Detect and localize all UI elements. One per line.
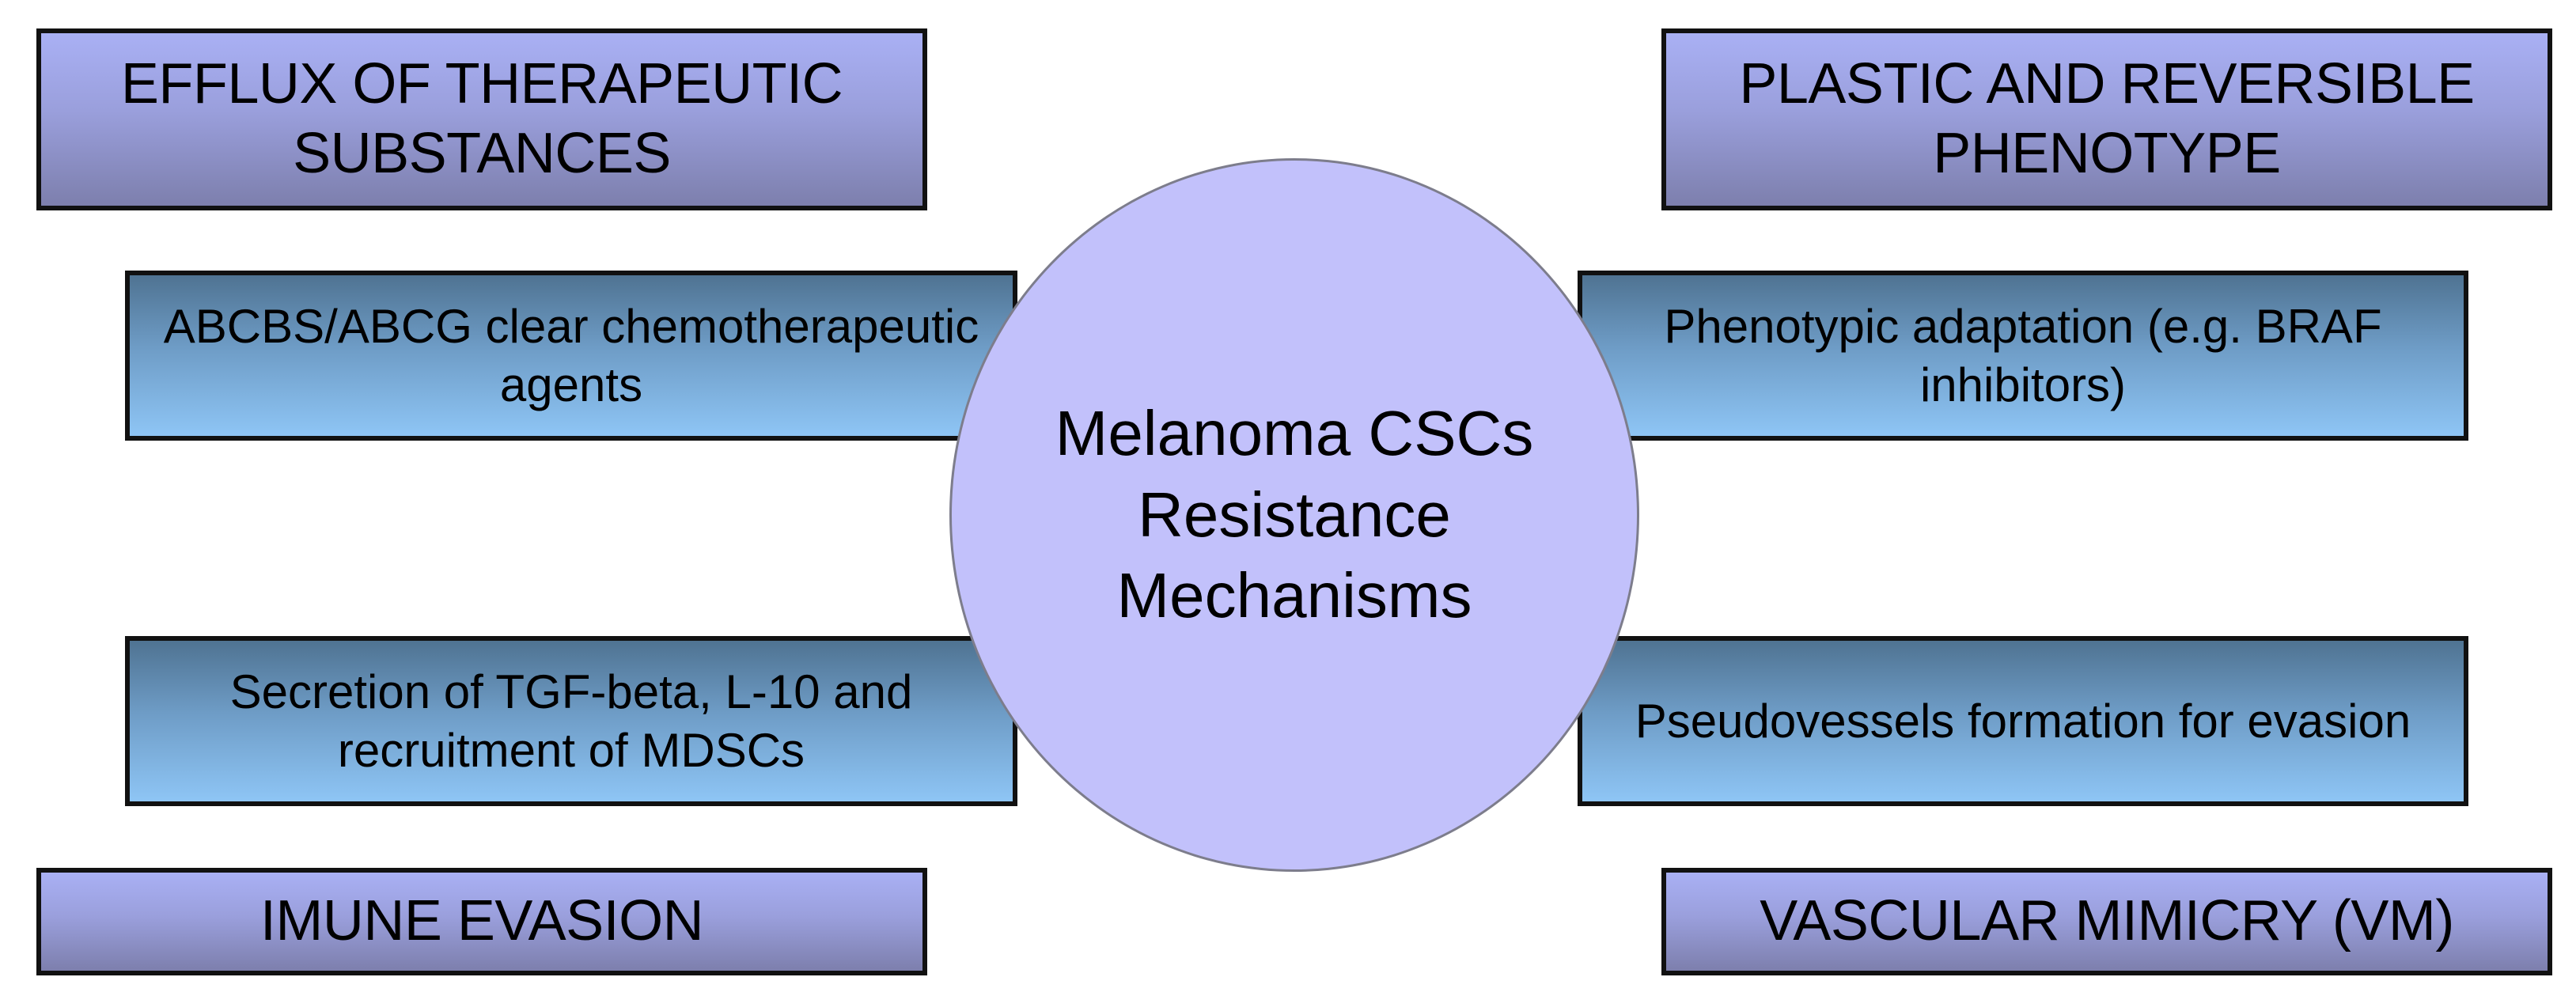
immune-evasion-detail-text: Secretion of TGF-beta, L-10 and recruitm… (229, 665, 913, 777)
efflux-category-title: EFFLUX OF THERAPEUTIC SUBSTANCES (120, 52, 843, 185)
efflux-detail-text: ABCBS/ABCG clear chemotherapeutic agents (163, 300, 979, 411)
vascular-mimicry-category-title: VASCULAR MIMICRY (VM) (1760, 889, 2454, 953)
immune-evasion-category-title: IMUNE EVASION (259, 889, 704, 953)
efflux-category-box: EFFLUX OF THERAPEUTIC SUBSTANCES (36, 28, 927, 210)
vascular-mimicry-category-box: VASCULAR MIMICRY (VM) (1661, 868, 2552, 975)
vascular-mimicry-detail-text: Pseudovessels formation for evasion (1635, 694, 2411, 748)
center-title-line-1: Melanoma CSCs (1055, 398, 1534, 469)
center-circle: Melanoma CSCs Resistance Mechanisms (949, 158, 1639, 872)
immune-evasion-category-box: IMUNE EVASION (36, 868, 927, 975)
plastic-phenotype-category-title: PLASTIC AND REVERSIBLE PHENOTYPE (1739, 52, 2475, 185)
center-title-line-3: Mechanisms (1116, 560, 1472, 631)
plastic-phenotype-detail-box: Phenotypic adaptation (e.g. BRAF inhibit… (1578, 271, 2468, 441)
plastic-phenotype-category-box: PLASTIC AND REVERSIBLE PHENOTYPE (1661, 28, 2552, 210)
immune-evasion-detail-box: Secretion of TGF-beta, L-10 and recruitm… (125, 636, 1017, 806)
center-title: Melanoma CSCs Resistance Mechanisms (1055, 393, 1534, 636)
center-title-line-2: Resistance (1138, 479, 1451, 550)
vascular-mimicry-detail-box: Pseudovessels formation for evasion (1578, 636, 2468, 806)
efflux-detail-box: ABCBS/ABCG clear chemotherapeutic agents (125, 271, 1017, 441)
plastic-phenotype-detail-text: Phenotypic adaptation (e.g. BRAF inhibit… (1664, 300, 2382, 411)
